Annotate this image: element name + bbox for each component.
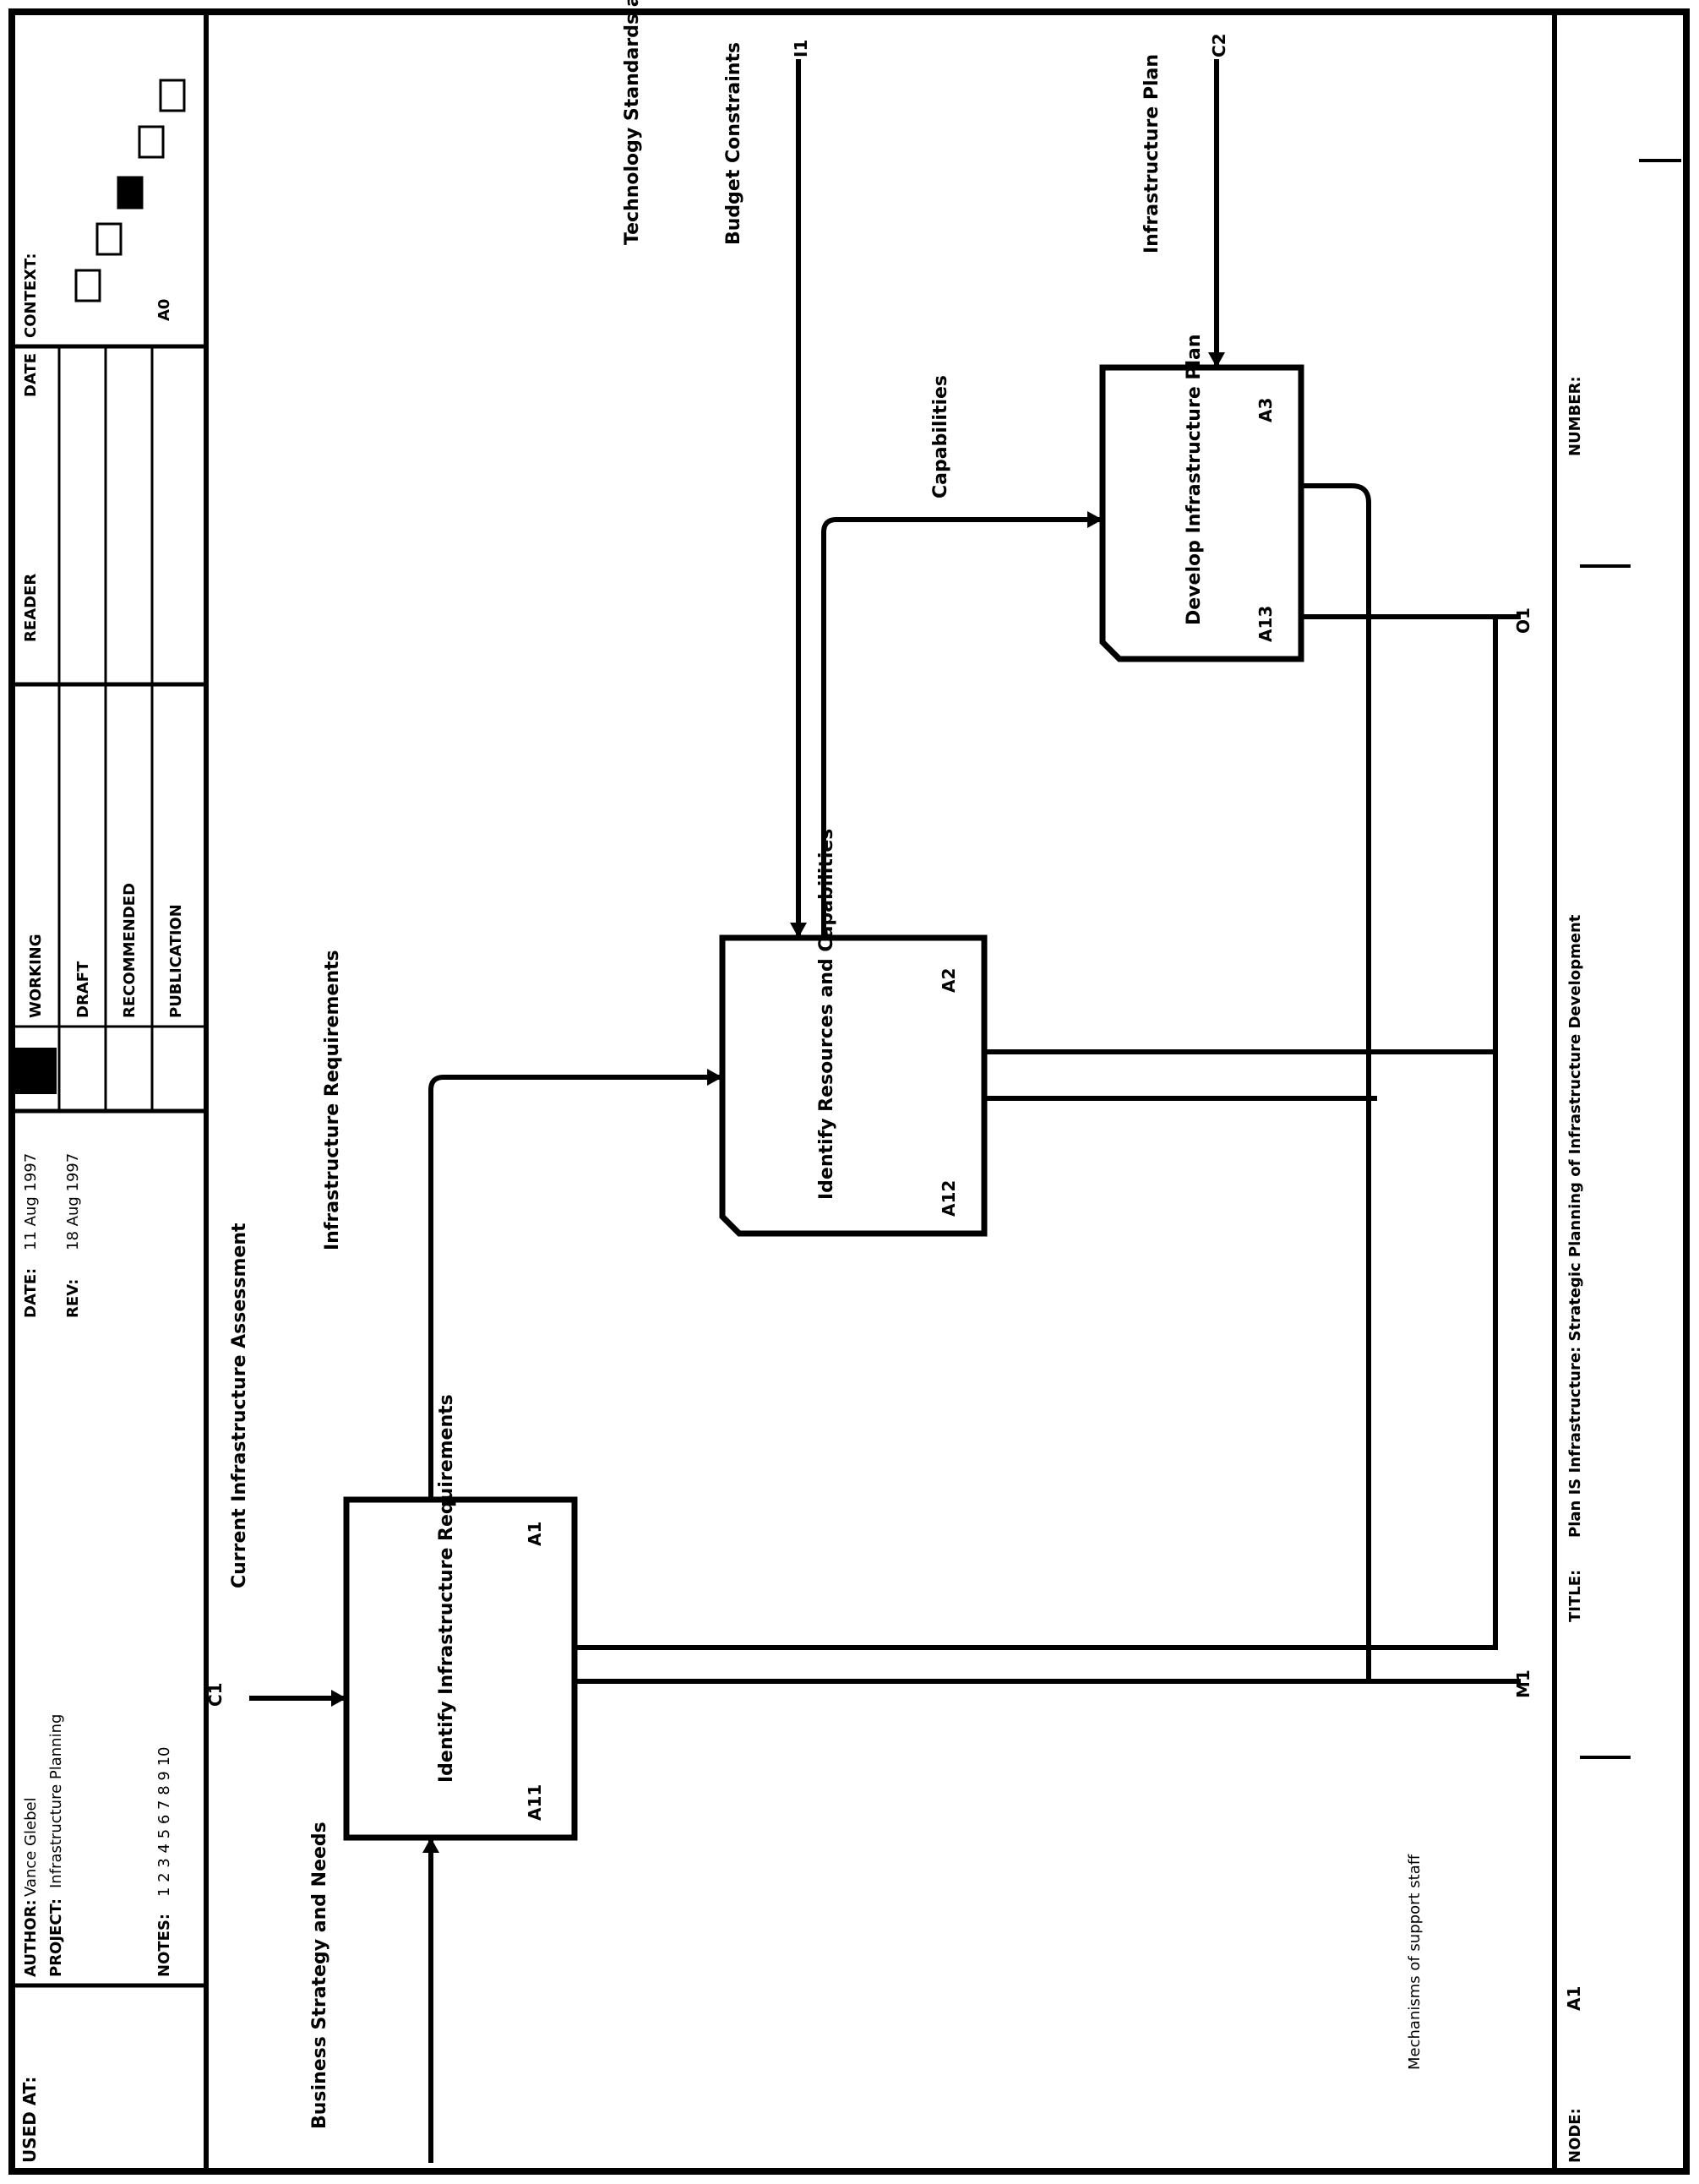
box-2-label: Identify Resources and Capabilities (816, 829, 837, 1200)
box-3-node: A13 (1255, 606, 1276, 642)
title-label: TITLE: (1566, 1570, 1584, 1622)
arrow-code-i1: I1 (791, 40, 811, 57)
label-output-right: Infrastructure Plan (1141, 54, 1163, 253)
reader-label: READER (22, 574, 40, 642)
status-publication: PUBLICATION (167, 904, 185, 1018)
date-column-label: DATE (22, 353, 40, 397)
box-2-node: A12 (939, 1180, 959, 1217)
activity-box-1: Identify Infrastructure Requirements A1 … (343, 1394, 578, 1841)
notes-label: NOTES: (155, 1914, 173, 1977)
label-box2-input: Infrastructure Requirements (322, 950, 343, 1250)
title-value: Plan IS Infrastructure: Strategic Planni… (1566, 914, 1584, 1538)
box-1-node: A11 (525, 1784, 545, 1821)
arrowheads (331, 352, 1225, 1853)
number-label: NUMBER: (1566, 376, 1584, 456)
project-label: PROJECT: (47, 1898, 65, 1977)
status-recommended: RECOMMENDED (121, 883, 139, 1018)
box-1-label: Identify Infrastructure Requirements (436, 1394, 457, 1783)
feedback-line-1 (575, 1049, 1498, 1650)
box-3-ref: A3 (1255, 398, 1276, 422)
flow-box1-to-box2 (428, 1075, 722, 1500)
project-value: Infrastructure Planning (47, 1714, 65, 1888)
status-working: WORKING (27, 934, 45, 1018)
box-2-ref: A2 (939, 968, 959, 993)
date-label: DATE: (22, 1268, 40, 1318)
footer-block: NODE: A1 TITLE: Plan IS Infrastructure: … (1552, 12, 1681, 2171)
status-draft: DRAFT (74, 961, 92, 1018)
context-node: A0 (155, 299, 173, 321)
box-3-label: Develop Infrastructure Plan (1184, 334, 1205, 625)
used-at-label: USED AT: (19, 2077, 40, 2163)
notes-value: 1 2 3 4 5 6 7 8 9 10 (155, 1747, 173, 1897)
rev-label: REV: (64, 1279, 82, 1318)
activity-box-3: Develop Infrastructure Plan A3 A13 (1099, 334, 1304, 662)
context-thumbnail (74, 79, 186, 302)
label-control-top-b: Budget Constraints (723, 42, 744, 245)
connectors (249, 59, 1521, 2163)
title-block: USED AT: AUTHOR: Vance Glebel PROJECT: I… (9, 9, 209, 2174)
arrow-code-c1: C1 (205, 1682, 226, 1707)
arrow-code-o1: O1 (1513, 607, 1533, 634)
flow-box2-to-box3 (821, 517, 1103, 938)
author-label: AUTHOR: (22, 1899, 40, 1977)
author-value: Vance Glebel (22, 1797, 40, 1897)
date-value: 11 Aug 1997 (22, 1153, 40, 1250)
arrow-labels: Business Strategy and Needs Current Infr… (205, 0, 1533, 2129)
activity-box-2: Identify Resources and Capabilities A2 A… (719, 829, 988, 1237)
feedback-line-3 (575, 483, 1371, 1684)
arrow-code-m1: M1 (1513, 1669, 1533, 1698)
label-note: Mechanisms of support staff (1406, 1854, 1424, 2070)
box-1-ref: A1 (525, 1522, 545, 1546)
label-control-1: Current Infrastructure Assessment (229, 1223, 250, 1588)
context-label: CONTEXT: (22, 253, 40, 338)
node-value: A1 (1564, 1986, 1584, 2011)
node-label: NODE: (1566, 2108, 1584, 2163)
label-box3-input: Capabilities (930, 375, 951, 498)
label-input-left: Business Strategy and Needs (309, 1822, 330, 2129)
rev-value: 18 Aug 1997 (64, 1153, 82, 1250)
label-control-top-a: Technology Standards and Guidelines (622, 0, 643, 245)
arrow-code-c2: C2 (1209, 33, 1229, 57)
